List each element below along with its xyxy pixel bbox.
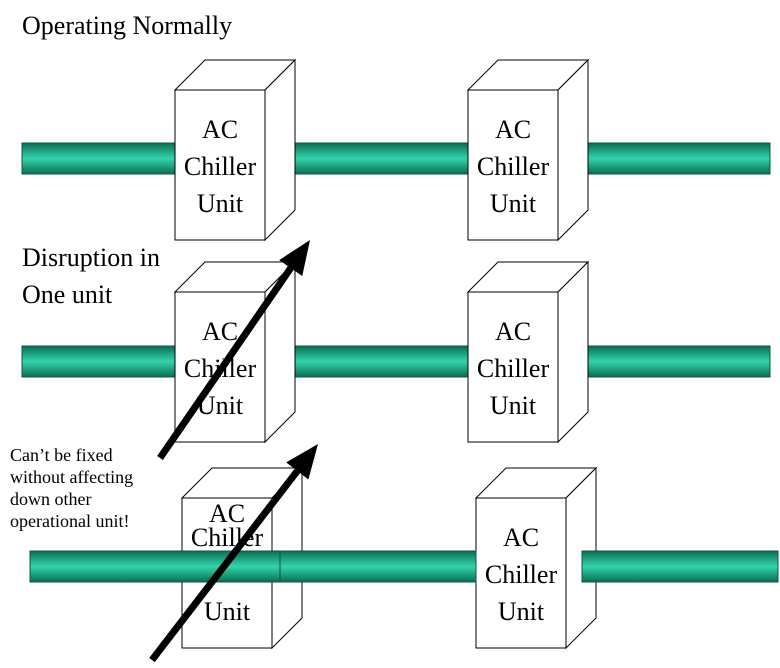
note-line: down other (10, 489, 91, 509)
unit-label-line: AC (495, 115, 531, 144)
pipe-segment (29, 550, 281, 583)
unit-label-line: Chiller (477, 152, 550, 181)
note-line: operational unit! (10, 511, 129, 531)
pipe-segment (271, 142, 471, 175)
unit-label-line: Unit (490, 189, 537, 218)
unit-label-line: Unit (498, 597, 545, 626)
note-line: Can’t be fixed (10, 445, 113, 465)
pipe-segment (21, 345, 176, 378)
unit-label-line: AC (495, 317, 531, 346)
pipe-segment (21, 142, 176, 175)
unit-label-line: Unit (490, 391, 537, 420)
unit-label-line: AC (209, 499, 245, 528)
arrow-icon (157, 240, 310, 460)
arrow-icon (149, 444, 318, 663)
note-text: Can’t be fixed without affecting down ot… (10, 445, 133, 531)
unit-label-line: Chiller (477, 354, 550, 383)
pipe-segment (581, 550, 779, 583)
title-operating-normally: Operating Normally (22, 11, 232, 40)
unit-label-line: AC (503, 523, 539, 552)
note-line: without affecting (10, 467, 133, 487)
unit-label-line: Unit (197, 189, 244, 218)
unit-label-line: Unit (204, 597, 251, 626)
unit-label-line: Chiller (485, 560, 558, 589)
disruption-label-line1: Disruption in (22, 243, 160, 272)
pipe-segment (574, 345, 771, 378)
unit-label-line: AC (202, 115, 238, 144)
unit-label-line: AC (202, 317, 238, 346)
disruption-label-line2: One unit (22, 280, 113, 309)
unit-label-line: Chiller (184, 152, 257, 181)
pipe-segment (279, 550, 477, 583)
pipe-segment (271, 345, 471, 378)
pipe-segment (574, 142, 771, 175)
